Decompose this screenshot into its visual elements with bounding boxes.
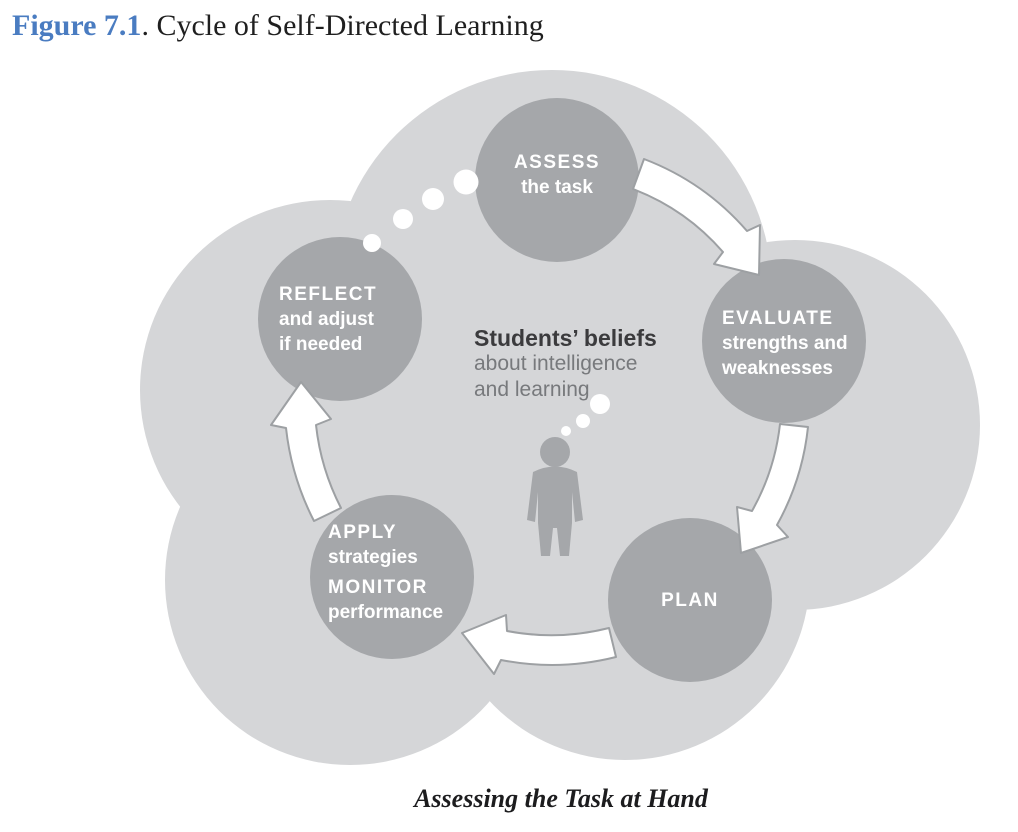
- arrow-apply-to-reflect: [270, 381, 342, 522]
- circle-reflect: [258, 237, 422, 401]
- circle-plan: [608, 518, 772, 682]
- reflect-subtitle-1: and adjust: [279, 309, 375, 330]
- arrow-evaluate-to-plan: [736, 423, 809, 554]
- thought-dots-person: [561, 394, 610, 436]
- monitor-title: MONITOR: [328, 577, 428, 598]
- reflect-title: REFLECT: [279, 284, 378, 305]
- apply-subtitle-1: strategies: [328, 547, 418, 568]
- circle-apply: [310, 495, 474, 659]
- plan-title: PLAN: [661, 590, 719, 611]
- evaluate-subtitle-1: strengths and: [722, 333, 848, 354]
- figure-title-text: . Cycle of Self-Directed Learning: [141, 9, 544, 42]
- node-apply-label: APPLY strategies MONITOR performance: [328, 520, 443, 625]
- node-assess-label: ASSESS the task: [477, 150, 637, 200]
- figure-title: Figure 7.1. Cycle of Self-Directed Learn…: [12, 8, 1002, 44]
- thought-dots-reflect-to-assess: [363, 169, 479, 252]
- figure-caption: Assessing the Task at Hand: [414, 784, 708, 813]
- circle-evaluate: [702, 259, 866, 423]
- beliefs-line-1: Students’ beliefs: [474, 325, 657, 351]
- assess-title: ASSESS: [513, 152, 601, 173]
- node-evaluate-label: EVALUATE strengths and weaknesses: [722, 306, 848, 381]
- node-circles: [258, 98, 866, 682]
- arrow-plan-to-apply: [461, 614, 617, 675]
- person-icon: [527, 437, 583, 556]
- node-reflect-label: REFLECT and adjust if needed: [279, 282, 377, 357]
- node-plan-label: PLAN: [610, 588, 770, 613]
- reflect-subtitle-2: if needed: [279, 334, 363, 355]
- assess-subtitle: the task: [521, 177, 593, 198]
- evaluate-subtitle-2: weaknesses: [722, 358, 833, 379]
- evaluate-title: EVALUATE: [722, 308, 834, 329]
- apply-title: APPLY: [328, 522, 398, 543]
- center-beliefs-text: Students’ beliefs about intelligence and…: [474, 325, 657, 403]
- beliefs-line-3: and learning: [474, 378, 590, 401]
- figure-number: Figure 7.1: [12, 9, 142, 42]
- circle-assess: [475, 98, 639, 262]
- arrow-assess-to-evaluate: [632, 158, 761, 276]
- beliefs-line-2: about intelligence: [474, 352, 638, 375]
- cycle-arrows: [270, 158, 809, 675]
- apply-subtitle-2: performance: [328, 602, 444, 623]
